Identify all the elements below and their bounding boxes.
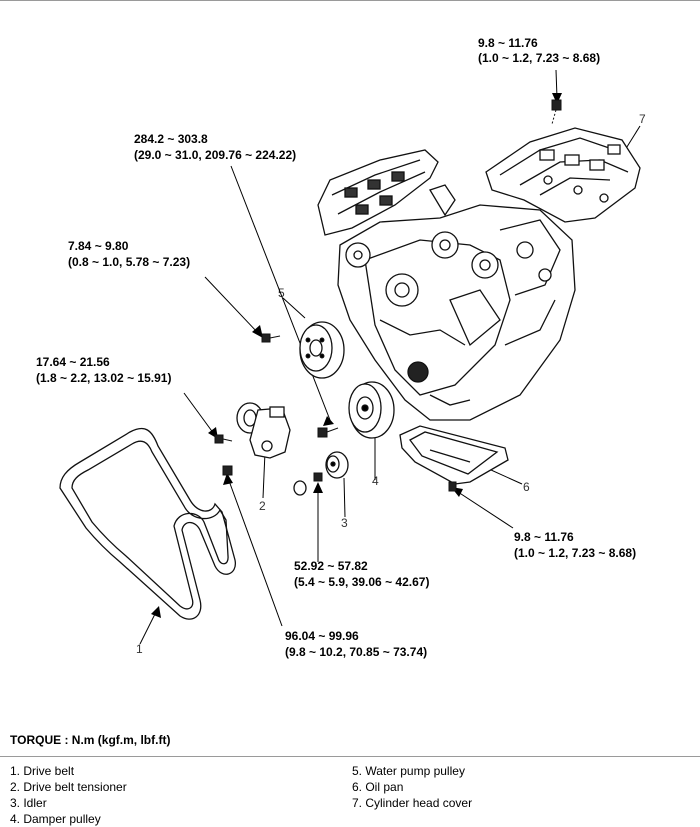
legend-item-oil-pan: 6. Oil pan — [352, 780, 404, 794]
head-cover-bolt — [551, 99, 562, 125]
part-number-2: 2 — [259, 499, 266, 513]
torque-oil-pan-line2: (1.0 ~ 1.2, 7.23 ~ 8.68) — [514, 546, 636, 560]
part-number-7: 7 — [639, 112, 646, 126]
torque-damper-line2: (29.0 ~ 31.0, 209.76 ~ 224.22) — [134, 148, 296, 162]
torque-tensioner-bolt-line1: 17.64 ~ 21.56 — [36, 355, 110, 369]
torque-head-cover-line2: (1.0 ~ 1.2, 7.23 ~ 8.68) — [478, 51, 600, 65]
part-number-1: 1 — [136, 642, 143, 656]
legend-left: 1. Drive belt 2. Drive belt tensioner 3.… — [10, 763, 127, 827]
torque-tensioner-bolt-line2: (1.8 ~ 2.2, 13.02 ~ 15.91) — [36, 371, 171, 385]
water-pump-pulley — [299, 321, 345, 379]
torque-water-pump-line2: (0.8 ~ 1.0, 5.78 ~ 7.23) — [68, 255, 190, 269]
torque-damper-line1: 284.2 ~ 303.8 — [134, 132, 208, 146]
engine-block — [337, 204, 576, 421]
part-number-6: 6 — [523, 480, 530, 494]
cylinder-head-cover-left — [317, 149, 456, 236]
legend-item-cylinder-head-cover: 7. Cylinder head cover — [352, 796, 473, 810]
torque-oil-pan-line1: 9.8 ~ 11.76 — [514, 530, 574, 544]
legend-item-idler: 3. Idler — [10, 796, 47, 810]
cylinder-head-cover-right — [485, 127, 641, 223]
drive-belt-tensioner — [236, 402, 291, 459]
legend-item-damper-pulley: 4. Damper pulley — [10, 812, 101, 826]
torque-idler-line1: 52.92 ~ 57.82 — [294, 559, 368, 573]
legend-right: 5. Water pump pulley 6. Oil pan 7. Cylin… — [352, 763, 472, 811]
damper-bolt — [317, 427, 339, 438]
legend-item-drive-belt: 1. Drive belt — [10, 764, 75, 778]
idler-bolt — [313, 472, 323, 482]
damper-pulley — [348, 381, 395, 439]
part-number-5: 5 — [278, 286, 285, 300]
part-number-4: 4 — [372, 474, 379, 488]
tensioner-bolts — [214, 434, 233, 476]
oil-pan — [399, 425, 509, 485]
water-pump-bolt — [261, 333, 281, 343]
part-number-3: 3 — [341, 516, 348, 530]
torque-heading: TORQUE : N.m (kgf.m, lbf.ft) — [10, 733, 171, 747]
engine-exploded-diagram: 9.8 ~ 11.76 (1.0 ~ 1.2, 7.23 ~ 8.68) 284… — [36, 36, 646, 659]
torque-head-cover-line1: 9.8 ~ 11.76 — [478, 36, 538, 50]
top-border — [0, 0, 700, 1]
legend-item-drive-belt-tensioner: 2. Drive belt tensioner — [10, 780, 127, 794]
idler-pulley — [293, 451, 349, 496]
torque-tensioner-pivot-line1: 96.04 ~ 99.96 — [285, 629, 359, 643]
oil-pan-bolt — [448, 481, 457, 492]
torque-idler-line2: (5.4 ~ 5.9, 39.06 ~ 42.67) — [294, 575, 429, 589]
legend-divider — [0, 756, 700, 757]
legend-item-water-pump-pulley: 5. Water pump pulley — [352, 764, 465, 778]
torque-tensioner-pivot-line2: (9.8 ~ 10.2, 70.85 ~ 73.74) — [285, 645, 427, 659]
drive-belt — [59, 427, 236, 620]
torque-water-pump-line1: 7.84 ~ 9.80 — [68, 239, 129, 253]
